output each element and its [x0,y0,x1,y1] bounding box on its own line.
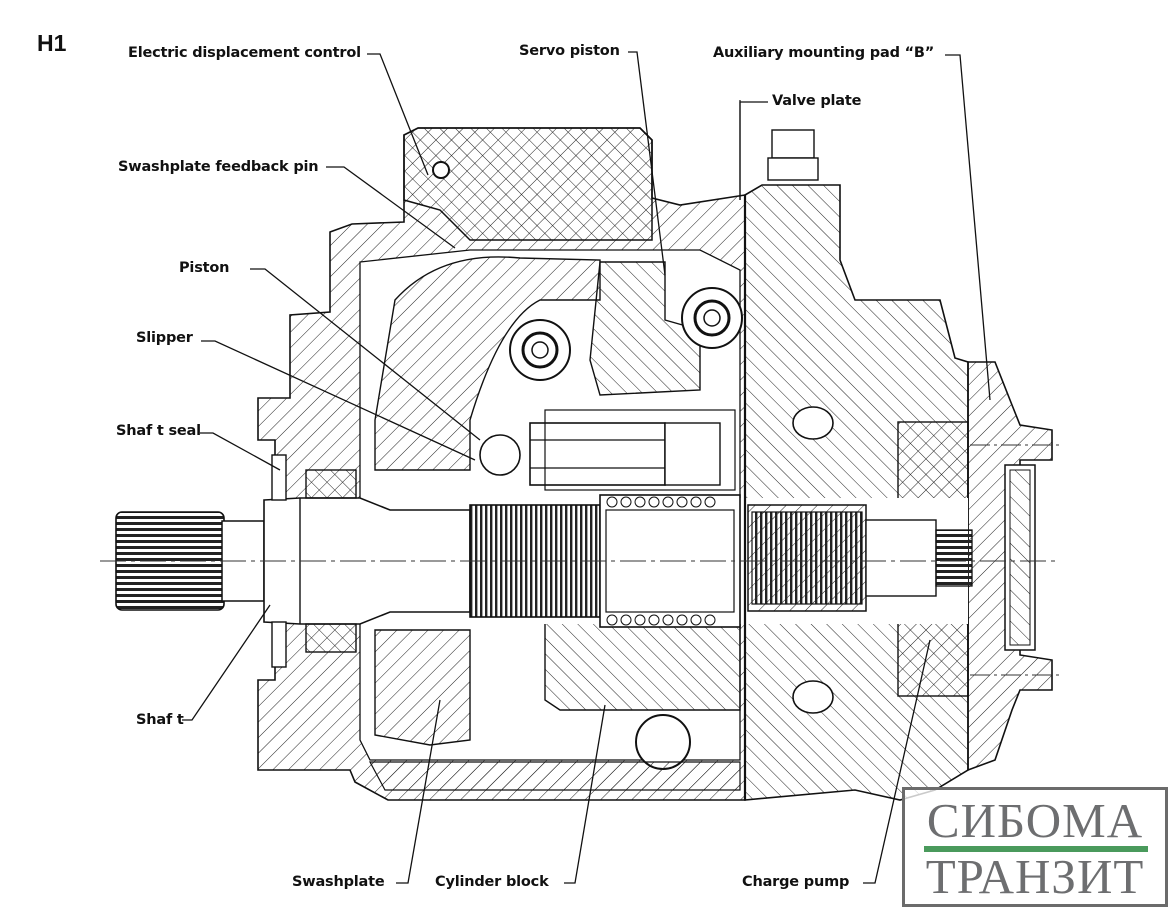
spring-coils-upper [606,496,716,508]
piston-end [664,422,721,486]
swashplate-lower [374,629,471,746]
leader-piston [250,268,481,441]
callout-valve-plate: Valve plate [772,93,862,109]
leader-swashplate-feedback-pin [326,166,456,249]
leader-slipper [201,340,476,461]
callout-auxiliary-mounting-pad: Auxiliary mounting pad “B” [713,45,935,61]
valve-bolt-head [771,129,815,159]
callout-charge-pump: Charge pump [742,874,850,890]
callout-swashplate: Swashplate [292,874,385,890]
piston-part [529,422,666,486]
cylinder-block-part [544,614,741,711]
leader-valve-plate [739,101,768,200]
leader-electric-displacement-control [367,53,429,176]
housing-floor [368,761,741,791]
leader-lines [182,51,991,884]
watermark-green-bar [924,846,1148,852]
leader-charge-pump [863,639,931,884]
servo-bore-left-core [531,341,549,359]
charge-pump-lower [897,617,969,697]
feedback-pin-head [432,161,450,179]
leader-shaft-seal [200,432,281,471]
port-lower [792,680,834,714]
control-housing [403,127,653,241]
bearing-upper [305,469,357,499]
watermark-line-2: ТРАНЗИТ [925,849,1145,904]
shaft-seal-upper [271,454,287,501]
watermark-line-1: СИБОМА [926,793,1144,848]
leader-auxiliary-mounting-pad [945,54,991,401]
servo-bore-right-core [703,309,721,327]
rear-spline [751,511,863,605]
swashplate-part [374,256,601,471]
callout-servo-piston: Servo piston [519,43,620,59]
valve-bolt-washer [767,157,819,181]
slipper-ball [479,434,521,476]
charge-pump-upper [897,421,969,501]
callout-slipper: Slipper [136,330,193,346]
leader-cylinder-block [564,704,606,884]
shaft-seal-lower [271,621,287,668]
figure-id-label: H1 [37,30,67,56]
rear-shaft-stub [865,519,937,597]
cylinder-bore [544,409,736,491]
aux-spline [935,529,973,587]
callout-swashplate-feedback-pin: Swashplate feedback pin [118,159,319,175]
leader-swashplate [396,699,441,884]
bearing-lower [305,623,357,653]
callout-shaft-seal: Shaf t seal [116,423,201,439]
callout-electric-displacement-control: Electric displacement control [128,45,361,61]
leader-servo-piston [628,51,666,276]
drain-port [635,714,691,770]
watermark-logo: СИБОМА ТРАНЗИТ [902,787,1168,907]
port-upper [792,406,834,440]
leader-shaft [182,604,271,721]
aux-pad-cover-inner [1009,469,1031,646]
callout-cylinder-block: Cylinder block [435,874,549,890]
callout-piston: Piston [179,260,230,276]
callout-shaft: Shaf t [136,712,184,728]
spring-coils-lower [606,614,716,626]
